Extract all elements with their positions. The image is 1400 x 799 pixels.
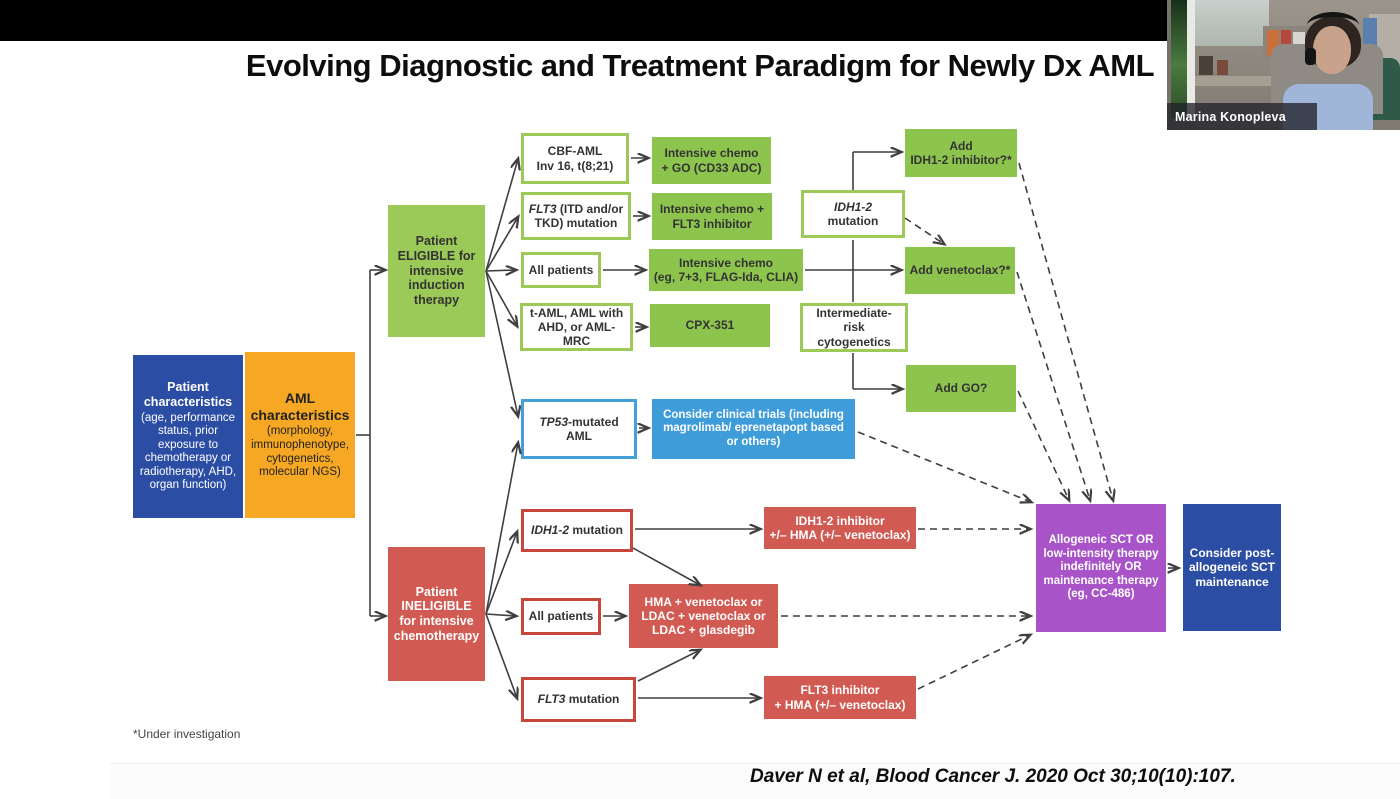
node-flt3-mutation-ineligible: FLT3 mutation [521, 677, 636, 722]
node-all-patients-eligible: All patients [521, 252, 601, 288]
window-trees [1171, 0, 1187, 118]
node-patient-characteristics: Patient characteristics (age, performanc… [133, 355, 243, 518]
node-label: IDH1-2 inhibitor [795, 513, 885, 528]
node-label: FLT3 inhibitor [800, 683, 880, 698]
book [1281, 30, 1291, 56]
node-flt3-inhibitor-hma: FLT3 inhibitor+ HMA (+/– venetoclax) [764, 676, 916, 719]
node-title: AML characteristics [250, 390, 350, 423]
window-frame [1187, 0, 1195, 118]
node-add-venetoclax: Add venetoclax?* [905, 247, 1015, 294]
node-label: Add GO? [934, 381, 988, 396]
node-label: Intensive chemo [664, 146, 759, 161]
node-label: FLT3 (ITD and/or TKD) mutation [528, 201, 624, 230]
slide-title: Evolving Diagnostic and Treatment Paradi… [245, 48, 1155, 83]
desk [1195, 76, 1305, 86]
node-allogeneic-sct: Allogeneic SCT OR low-intensity therapy … [1036, 504, 1166, 632]
node-label: IDH1-2 mutation [827, 199, 879, 228]
node-idh-mutation-eligible: IDH1-2 mutation [801, 190, 905, 238]
node-label: Intermediate-risk [816, 306, 892, 335]
node-label: IDH1-2 mutation [530, 523, 623, 538]
node-flt3-mutation-eligible: FLT3 (ITD and/or TKD) mutation [521, 192, 631, 240]
node-label: HMA + venetoclax or [644, 594, 763, 609]
node-label: Add venetoclax?* [909, 263, 1011, 278]
webcam-tile: Marina Konopleva [1167, 0, 1400, 130]
footnote: *Under investigation [133, 727, 241, 741]
node-label: TP53-mutated AML [539, 414, 619, 443]
node-label: Consider clinical trials (including magr… [663, 408, 844, 448]
node-label: Patient INELIGIBLE for intensive chemoth… [393, 584, 480, 643]
webcam-name-label: Marina Konopleva [1175, 109, 1286, 124]
node-detail: (morphology, immunophenotype, cytogeneti… [251, 425, 349, 479]
node-eligible: Patient ELIGIBLE for intensive induction… [388, 205, 485, 337]
node-intensive-chemo-go: Intensive chemo+ GO (CD33 ADC) [652, 137, 771, 184]
node-label: Patient ELIGIBLE for intensive induction… [397, 234, 476, 308]
node-label: CPX-351 [685, 318, 735, 333]
node-idh-mutation-ineligible: IDH1-2 mutation [521, 509, 633, 552]
node-add-go: Add GO? [906, 365, 1016, 412]
node-label: CBF-AML [547, 144, 603, 159]
headset-earcup-icon [1305, 48, 1316, 65]
photo-frame [1199, 56, 1213, 75]
node-all-patients-ineligible: All patients [521, 598, 601, 635]
node-detail: (age, performance status, prior exposure… [139, 411, 237, 492]
node-idh-inhibitor-hma: IDH1-2 inhibitor+/– HMA (+/– venetoclax) [764, 507, 916, 549]
node-label: All patients [528, 609, 594, 624]
node-ineligible: Patient INELIGIBLE for intensive chemoth… [388, 547, 485, 681]
node-tp53-mutated: TP53-mutated AML [521, 399, 637, 459]
node-label: FLT3 mutation [537, 692, 620, 707]
node-label: All patients [528, 262, 594, 277]
node-post-allogeneic-sct: Consider post-allogeneic SCT maintenance [1183, 504, 1281, 631]
book [1363, 18, 1377, 48]
window [1195, 0, 1269, 46]
citation: Daver N et al, Blood Cancer J. 2020 Oct … [750, 766, 1236, 787]
node-label: Consider post-allogeneic SCT maintenance [1188, 546, 1276, 589]
node-aml-characteristics: AML characteristics (morphology, immunop… [245, 352, 355, 518]
node-title: Patient characteristics [143, 380, 233, 409]
node-label: Intensive chemo + [659, 202, 765, 217]
bottom-strip [110, 763, 1400, 799]
webcam-name-bar: Marina Konopleva [1167, 103, 1317, 130]
node-clinical-trials: Consider clinical trials (including magr… [652, 399, 855, 459]
headset-band-icon [1307, 12, 1359, 39]
node-intensive-chemo: Intensive chemo(eg, 7+3, FLAG-Ida, CLIA) [649, 249, 803, 291]
top-black-bar [0, 0, 1400, 41]
node-label: Intensive chemo [678, 255, 774, 270]
photo-frame [1217, 60, 1228, 75]
node-label: Add [949, 138, 973, 153]
node-label: Allogeneic SCT OR low-intensity therapy … [1043, 534, 1159, 601]
node-intensive-chemo-flt3: Intensive chemo +FLT3 inhibitor [652, 193, 772, 240]
node-label: t-AML, AML with [529, 305, 624, 320]
node-cpx-351: CPX-351 [650, 304, 770, 347]
